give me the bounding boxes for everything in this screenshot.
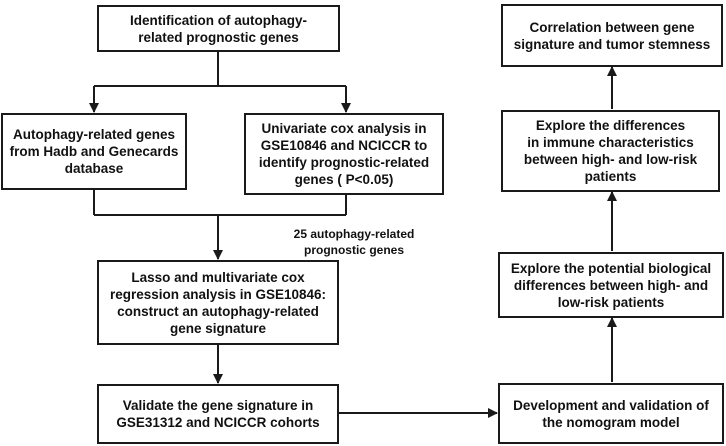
identification-text: Identification of autophagy- related pro… (130, 12, 307, 45)
gene-count-annotation: 25 autophagy-related prognostic genes (293, 227, 415, 257)
identification-box: Identification of autophagy- related pro… (97, 5, 340, 52)
stemness-box: Correlation between gene signature and t… (501, 4, 723, 67)
biological-text: Explore the potential biological differe… (510, 260, 712, 310)
lasso-box: Lasso and multivariate cox regression an… (97, 260, 339, 345)
univariate-text: Univariate cox analysis in GSE10846 and … (258, 121, 430, 187)
databases-box: Autophagy-related genes from Hadb and Ge… (1, 113, 187, 190)
validate-text: Validate the gene signature in GSE31312 … (116, 398, 320, 430)
immune-text: Explore the differences in immune charac… (523, 118, 698, 184)
biological-box: Explore the potential biological differe… (498, 252, 724, 318)
nomogram-text: Development and validation of the nomogr… (513, 397, 709, 430)
databases-text: Autophagy-related genes from Hadb and Ge… (9, 127, 179, 176)
stemness-text: Correlation between gene signature and t… (513, 19, 711, 52)
lasso-text: Lasso and multivariate cox regression an… (109, 269, 327, 336)
immune-box: Explore the differences in immune charac… (501, 110, 720, 192)
validate-box: Validate the gene signature in GSE31312 … (97, 384, 339, 444)
univariate-box: Univariate cox analysis in GSE10846 and … (244, 113, 444, 195)
nomogram-box: Development and validation of the nomogr… (498, 383, 724, 444)
